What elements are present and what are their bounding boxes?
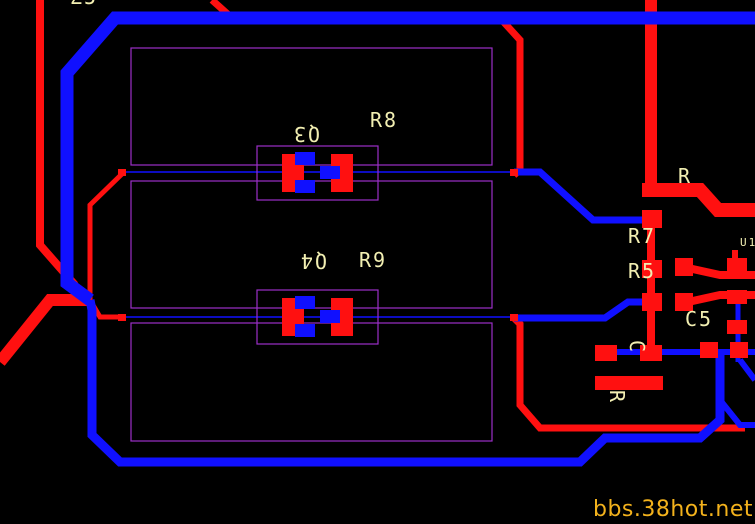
trace-joints [118,169,518,321]
component-q4-r9[interactable] [282,296,353,337]
trace-top-wide [60,11,755,306]
label-q3: Q3 [292,122,320,146]
pad-r8-mid [320,166,340,179]
outline-q4-r9 [256,289,379,345]
label-r-rotated: R [605,390,629,404]
pad-c5-b [675,293,693,311]
trace-left-diagonal [0,294,92,366]
label-c5: C5 [685,307,713,331]
silkscreen-labels: Z5 Q3 R8 Q4 R9 R R7 R5 C5 U1 C R [70,0,755,404]
label-c-rotated: C [625,340,649,354]
label-r9: R9 [359,248,387,272]
trace-right-diag [737,358,755,382]
label-top-left: Z5 [70,0,98,9]
label-r5: R5 [628,259,656,283]
pad-q3-bottom [295,180,315,193]
pad-r9-mid [320,310,340,323]
pad-c-left [595,345,617,361]
pad-u1-5 [730,342,748,358]
outline-bottom-box [130,322,493,442]
label-u1: U1 [740,236,755,249]
pad-q3-top [295,152,315,165]
trace-bottom-loop [85,299,725,467]
watermark: bbs.38hot.net [592,497,753,522]
pad-q4-top [295,296,315,309]
label-r7: R7 [628,224,656,248]
component-outlines [130,47,493,442]
trace-r9-bottom [511,315,745,432]
pad-c5-a [675,258,693,276]
trace-right-bottom [717,398,755,428]
pad-r9-right [331,298,353,336]
trace-r8-to-r7 [514,168,660,224]
trace-r9-to-r5 [514,298,660,322]
label-r-right: R [678,164,692,188]
pad-q4-bottom [295,324,315,337]
pad-r7-a [642,210,662,228]
trace-right-wide [642,183,755,217]
pad-u1-2 [727,290,747,304]
outline-q3-r8 [256,145,379,201]
pad-u1-1 [727,258,747,272]
pad-u1-4 [700,342,718,358]
pad-u1-3 [727,320,747,334]
trace-left-loop [87,170,126,320]
pad-r5-b [642,293,662,311]
pad-c-right [640,345,662,361]
pad-r8-right [331,154,353,192]
label-r8: R8 [370,108,398,132]
outline-top-box [130,47,493,166]
top-copper-traces [0,0,755,432]
component-q3-r8[interactable] [282,152,353,193]
right-pads[interactable] [595,210,748,390]
trace-top-to-r8 [209,0,524,178]
pad-r5-a [642,260,662,278]
pad-r-long [595,376,663,390]
trace-u1-pin1 [687,264,755,279]
label-q4: Q4 [299,249,327,273]
